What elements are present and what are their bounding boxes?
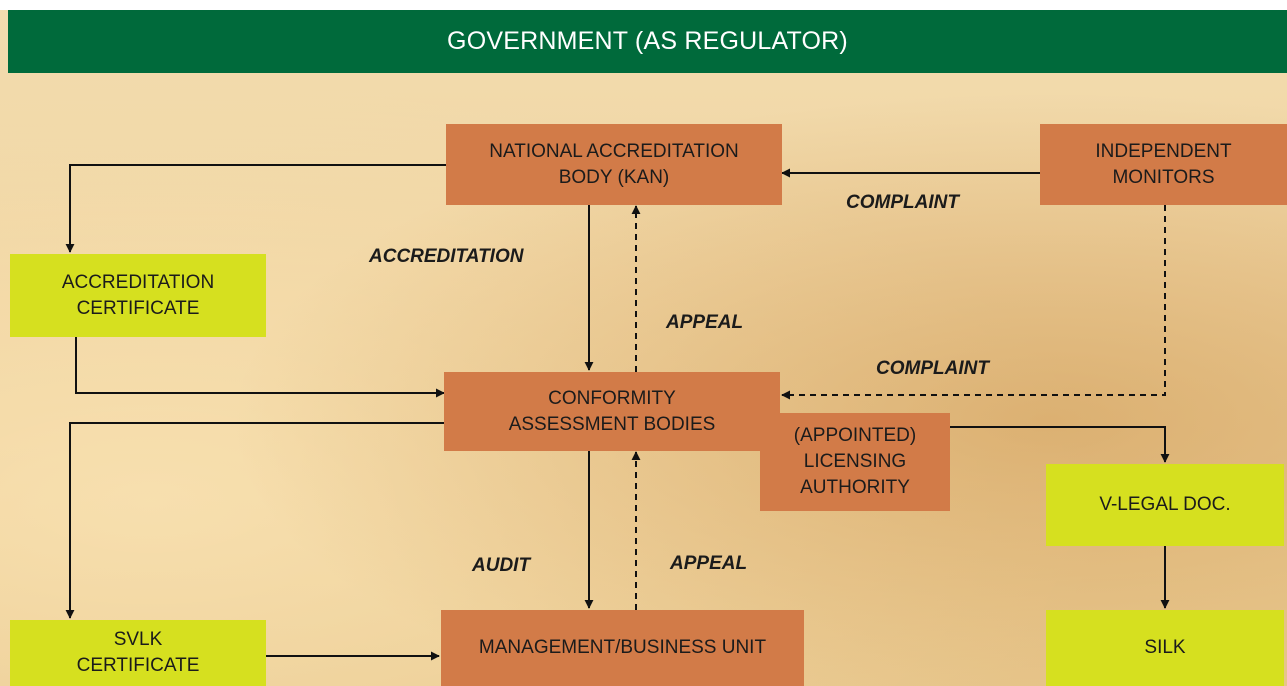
node-v-legal-doc: V-LEGAL DOC.	[1046, 464, 1284, 546]
node-licensing-authority: (APPOINTED) LICENSING AUTHORITY	[760, 413, 950, 511]
edge-label-appeal-upper: APPEAL	[666, 312, 744, 333]
edge-label-audit: AUDIT	[472, 555, 531, 576]
arrow-kan-to-accreditation-certificate	[65, 164, 446, 253]
edge-label-complaint-upper: COMPLAINT	[846, 192, 959, 213]
arrow-complaint-monitors-to-cab	[781, 205, 1166, 400]
node-svlk-certificate: SVLK CERTIFICATE	[10, 620, 266, 686]
arrow-licensing-to-vlegal	[950, 426, 1170, 463]
node-silk: SILK	[1046, 610, 1284, 686]
arrow-accreditation-certificate-to-cab	[75, 337, 445, 398]
top-border	[0, 0, 1287, 10]
edge-label-accreditation: ACCREDITATION	[369, 246, 524, 267]
arrow-cab-to-svlk-certificate	[65, 422, 444, 619]
node-independent-monitors: INDEPENDENT MONITORS	[1040, 124, 1287, 205]
node-national-accreditation-body: NATIONAL ACCREDITATION BODY (KAN)	[446, 124, 782, 205]
diagram-header: GOVERNMENT (AS REGULATOR)	[8, 10, 1287, 73]
edge-label-appeal-lower: APPEAL	[670, 553, 748, 574]
edge-label-complaint-lower: COMPLAINT	[876, 358, 989, 379]
node-conformity-assessment-bodies: CONFORMITY ASSESSMENT BODIES	[444, 372, 780, 451]
node-management-business-unit: MANAGEMENT/BUSINESS UNIT	[441, 610, 804, 686]
node-accreditation-certificate: ACCREDITATION CERTIFICATE	[10, 254, 266, 337]
